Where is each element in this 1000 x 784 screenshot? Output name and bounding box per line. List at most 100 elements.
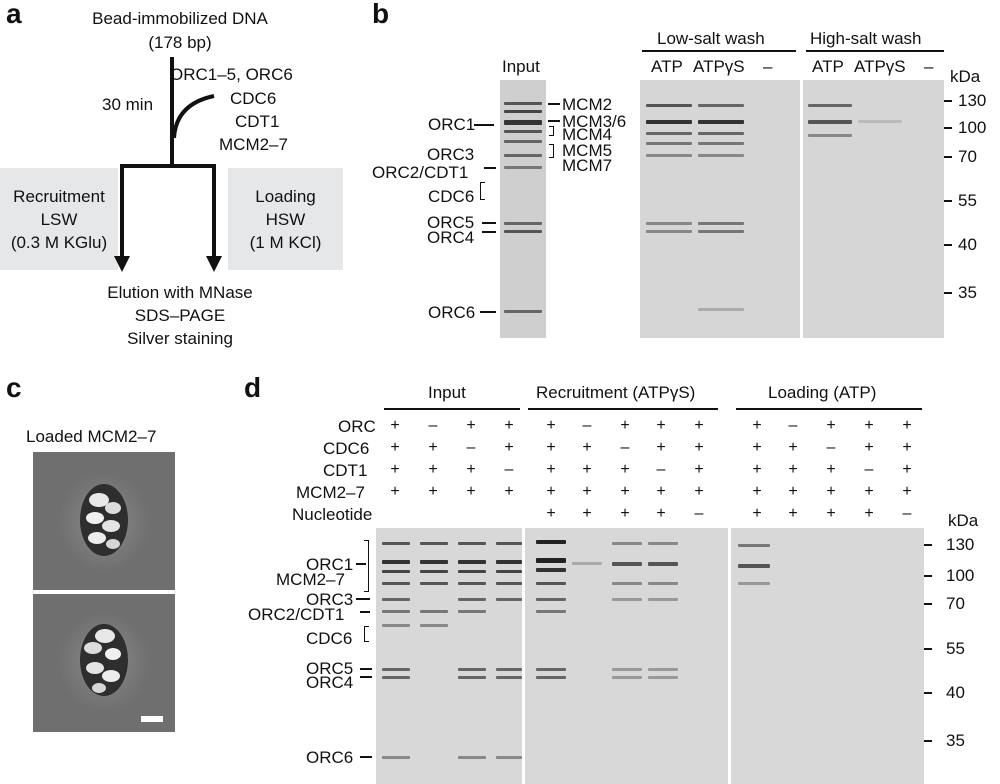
d-in-r3-c2: + <box>466 483 476 500</box>
b-orc4: ORC4 <box>427 228 475 247</box>
b-mcm36: MCM3/6 <box>562 112 627 131</box>
em-class-average-bottom <box>33 594 175 732</box>
d-rec-r1-c2: – <box>620 439 630 456</box>
d-row-cdc6: CDC6 <box>323 439 370 458</box>
panel-a-letter: a <box>6 0 22 29</box>
workflow-silver: Silver staining <box>127 329 233 348</box>
d-load-r2-c2: + <box>826 461 836 478</box>
d-rec-r1-c4: + <box>694 439 704 456</box>
recruitment-line3: (0.3 M KGlu) <box>10 233 108 252</box>
d-rec-r0-c3: + <box>656 417 666 434</box>
d-recruitment-rule <box>528 408 718 410</box>
loading-box <box>228 168 343 270</box>
d-load-r4-c0: + <box>752 505 762 522</box>
d-in-r1-c1: + <box>428 439 438 456</box>
b-marker-55: 55 <box>958 191 977 210</box>
d-rec-r2-c3: – <box>656 461 666 478</box>
lane-b1: ATP <box>651 57 683 76</box>
protein-orc: ORC1–5, ORC6 <box>170 65 293 84</box>
d-row-orc: ORC <box>338 417 376 436</box>
b-marker-100: 100 <box>958 118 987 137</box>
d-load-r2-c3: – <box>864 461 874 478</box>
d-rec-r2-c4: + <box>694 461 704 478</box>
workflow-sds: SDS–PAGE <box>134 306 226 325</box>
d-load-r2-c1: + <box>788 461 798 478</box>
d-in-r1-c2: – <box>466 439 476 456</box>
d-rec-r1-c3: + <box>656 439 666 456</box>
lane-b2: ATPγS <box>693 57 745 76</box>
panel-b-letter: b <box>372 0 390 29</box>
b-mcm5: MCM5 <box>562 141 613 160</box>
d-load-r0-c1: – <box>788 417 798 434</box>
b-marker-40: 40 <box>958 235 977 254</box>
loading-label: Loading HSW (1 M KCl) <box>228 188 343 251</box>
d-rec-r0-c4: + <box>694 417 704 434</box>
d-load-r0-c2: + <box>826 417 836 434</box>
lane-b4: ATP <box>812 57 844 76</box>
d-in-r2-c1: + <box>428 461 438 478</box>
b-mcm2: MCM2 <box>562 95 613 114</box>
d-orc3: ORC3 <box>306 590 354 609</box>
d-group-loading: Loading (ATP) <box>768 383 877 402</box>
d-rec-r0-c0: + <box>546 417 556 434</box>
d-in-r0-c0: + <box>390 417 400 434</box>
d-in-r2-c3: – <box>504 461 514 478</box>
d-in-r1-c3: + <box>504 439 514 456</box>
d-load-r1-c3: + <box>864 439 874 456</box>
d-rec-r3-c4: + <box>694 483 704 500</box>
d-in-r3-c3: + <box>504 483 514 500</box>
dna-title-line2: (178 bp) <box>148 33 212 52</box>
d-rec-r3-c3: + <box>656 483 666 500</box>
low-salt-header: Low-salt wash <box>657 29 765 48</box>
d-load-r0-c0: + <box>752 417 762 434</box>
d-group-input: Input <box>428 383 466 402</box>
d-loading-rule <box>736 408 922 410</box>
d-cdc6: CDC6 <box>306 629 353 648</box>
d-mcm: MCM2–7 <box>276 570 345 589</box>
d-rec-r4-c3: + <box>656 505 666 522</box>
d-load-r0-c4: + <box>902 417 912 434</box>
d-load-r0-c3: + <box>864 417 874 434</box>
protein-cdt1: CDT1 <box>235 112 280 131</box>
d-orc2-cdt1: ORC2/CDT1 <box>248 605 345 624</box>
recruitment-label: Recruitment LSW (0.3 M KGlu) <box>0 188 118 251</box>
b-orc5: ORC5 <box>427 213 475 232</box>
d-rec-r4-c4: – <box>694 505 704 522</box>
wash-gel <box>640 80 944 338</box>
d-load-r1-c0: + <box>752 439 762 456</box>
d-in-r0-c1: – <box>428 417 438 434</box>
workflow-bottom: Elution with MNase SDS–PAGE Silver stain… <box>60 284 300 347</box>
input-gel-strip <box>500 80 546 338</box>
lane-b3: – <box>763 57 773 76</box>
d-in-r1-c0: + <box>390 439 400 456</box>
d-row-nucleotide: Nucleotide <box>292 505 373 524</box>
d-row-cdt1: CDT1 <box>323 461 368 480</box>
d-load-r3-c1: + <box>788 483 798 500</box>
b-marker-35: 35 <box>958 283 977 302</box>
b-orc1: ORC1 <box>428 115 476 134</box>
d-in-r3-c1: + <box>428 483 438 500</box>
d-rec-r1-c0: + <box>546 439 556 456</box>
d-load-r3-c4: + <box>902 483 912 500</box>
d-load-r2-c0: + <box>752 461 762 478</box>
recruitment-line1: Recruitment <box>13 187 105 206</box>
d-load-r4-c1: + <box>788 505 798 522</box>
d-load-r1-c4: + <box>902 439 912 456</box>
d-orc5: ORC5 <box>306 659 354 678</box>
d-in-r3-c0: + <box>390 483 400 500</box>
high-salt-header: High-salt wash <box>810 29 922 48</box>
d-load-r3-c0: + <box>752 483 762 500</box>
d-marker-130: 130 <box>946 535 975 554</box>
d-load-r3-c3: + <box>864 483 874 500</box>
b-mcm7: MCM7 <box>562 156 613 175</box>
panel-d-letter: d <box>244 372 262 403</box>
recruitment-line2: LSW <box>40 210 78 229</box>
b-orc2-cdt1: ORC2/CDT1 <box>372 163 469 182</box>
d-rec-r0-c1: – <box>582 417 592 434</box>
d-rec-r4-c2: + <box>620 505 630 522</box>
b-cdc6: CDC6 <box>428 187 475 206</box>
loading-line1: Loading <box>255 187 316 206</box>
d-marker-55: 55 <box>946 639 965 658</box>
kda-d: kDa <box>948 511 979 530</box>
d-load-r4-c3: + <box>864 505 874 522</box>
